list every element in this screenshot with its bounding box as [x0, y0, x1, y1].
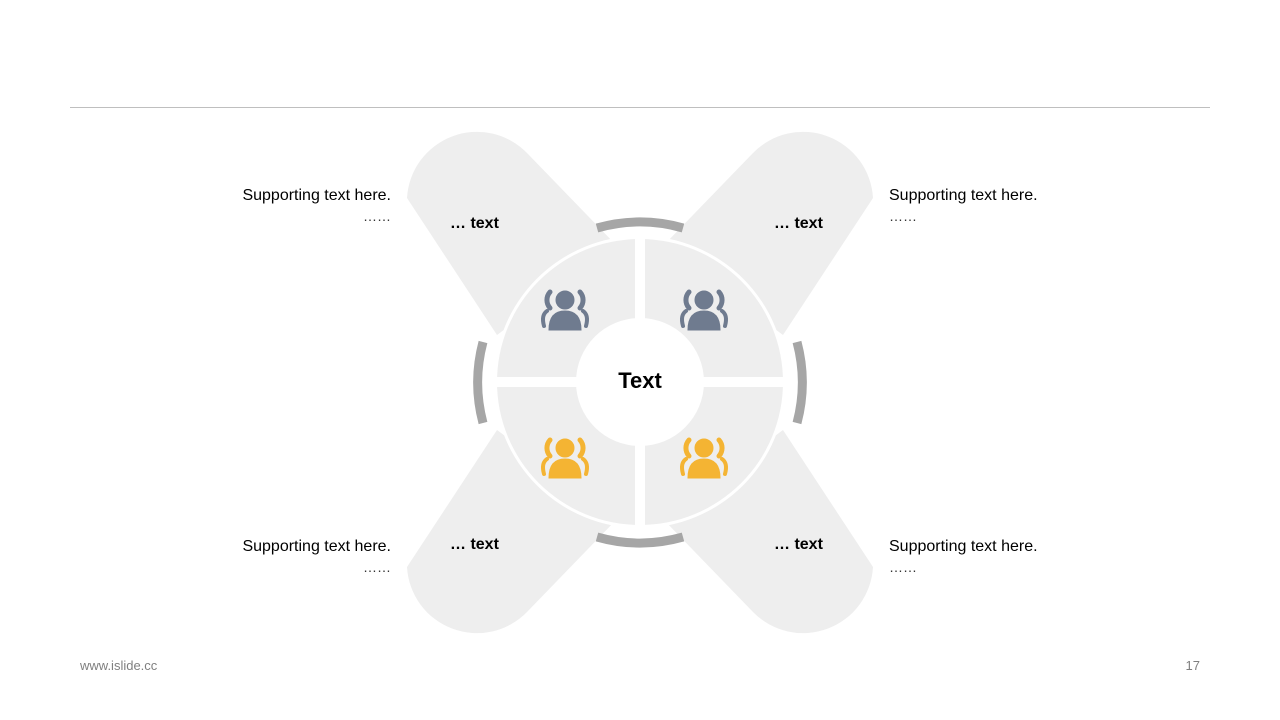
support-dots: …… [889, 208, 917, 224]
petal-label-bottom-right: … text [774, 536, 823, 553]
petal-label-bottom-left: … text [450, 536, 499, 553]
center-label: Text [618, 368, 662, 393]
support-text-bottom-left: Supporting text here. …… [242, 537, 391, 577]
top-divider-line [70, 107, 1210, 108]
ring-arc-top [595, 217, 685, 233]
support-text-bottom-right: Supporting text here. …… [889, 537, 1038, 577]
support-dots: …… [363, 559, 391, 575]
support-dots: …… [889, 559, 917, 575]
support-line: Supporting text here. [889, 187, 1038, 204]
support-text-top-left: Supporting text here. …… [242, 186, 391, 226]
outer-ring [473, 217, 807, 548]
support-line: Supporting text here. [242, 187, 391, 204]
support-text-top-right: Supporting text here. …… [889, 186, 1038, 226]
support-line: Supporting text here. [889, 538, 1038, 555]
ring-arc-left [473, 340, 488, 425]
footer-website[interactable]: www.islide.cc [80, 658, 158, 673]
ring-arc-bottom [595, 532, 685, 548]
page-number: 17 [1185, 658, 1200, 673]
center-hub [576, 318, 704, 446]
support-dots: …… [363, 208, 391, 224]
ring-arc-right [792, 340, 807, 425]
support-line: Supporting text here. [242, 538, 391, 555]
petal-label-top-left: … text [450, 215, 499, 232]
petal-label-top-right: … text [774, 215, 823, 232]
